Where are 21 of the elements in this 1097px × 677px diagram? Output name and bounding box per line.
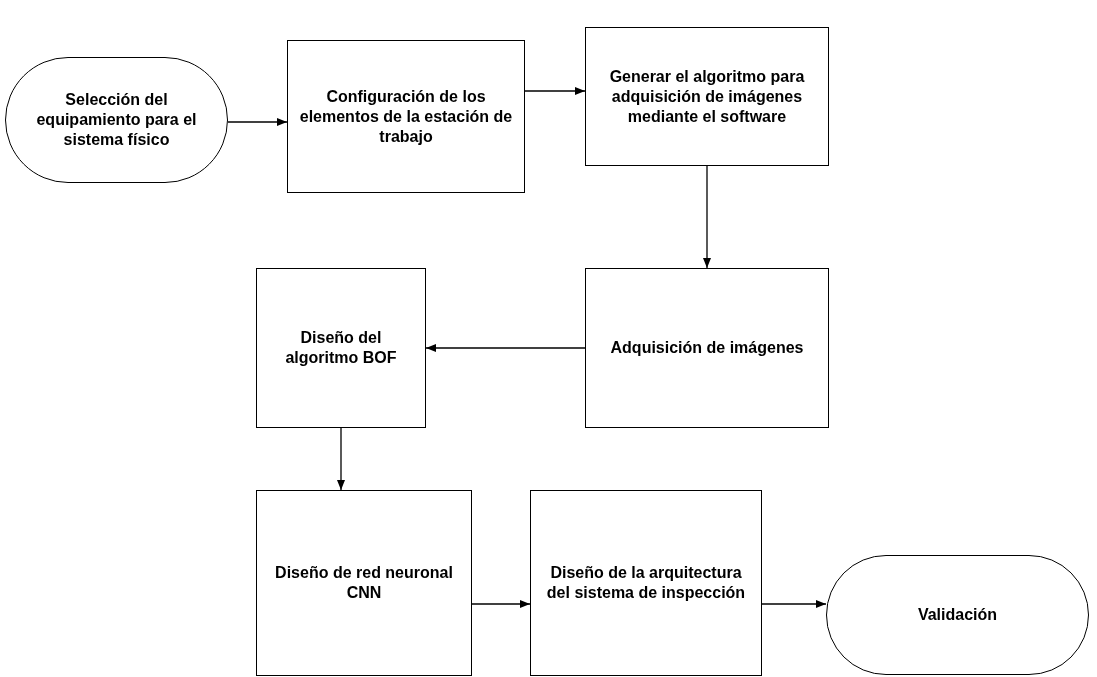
node-label: Diseño del algoritmo BOF <box>284 328 398 368</box>
process-box <box>287 40 525 193</box>
arrow <box>524 87 586 95</box>
arrow <box>703 165 711 269</box>
arrow <box>227 118 288 126</box>
node-label: Validación <box>917 605 998 625</box>
arrow <box>337 427 345 491</box>
node-label: Configuración de los elementos de la estación de trabajo <box>298 86 514 147</box>
process-box <box>585 27 829 166</box>
node-label: Generar el algoritmo para adquisición de imágenes mediante el software <box>608 66 806 127</box>
node-label: Diseño de la arquitectura del sistema de inspección <box>545 563 747 603</box>
process-box <box>256 490 472 676</box>
arrow <box>761 600 827 608</box>
node-label: Adquisición de imágenes <box>610 338 804 358</box>
node-label: Diseño de red neuronal CNN <box>274 563 454 603</box>
process-box <box>530 490 762 676</box>
arrow <box>471 600 531 608</box>
arrow <box>425 344 586 352</box>
node-label: Selección del equipamiento para el sistema físico <box>35 90 198 150</box>
process-box <box>256 268 426 428</box>
process-box <box>585 268 829 428</box>
